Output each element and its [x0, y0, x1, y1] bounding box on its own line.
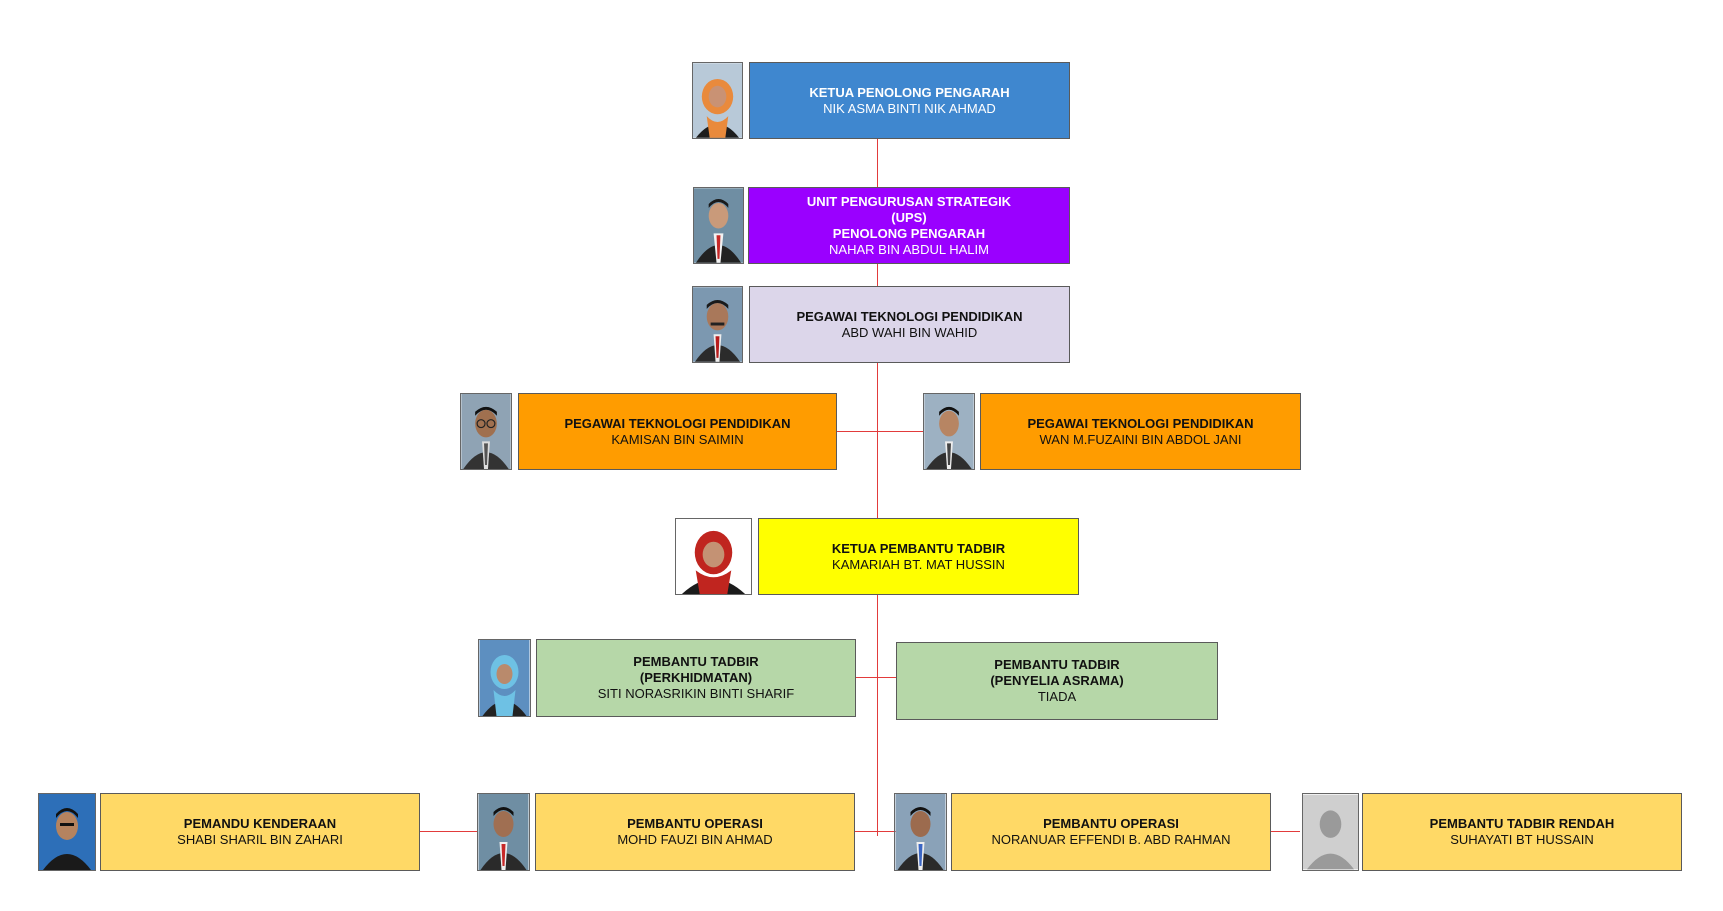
node-title: PEMBANTU TADBIR (PENYELIA ASRAMA)	[990, 657, 1124, 688]
node-pembantu-operasi-2: PEMBANTU OPERASI NORANUAR EFFENDI B. ABD…	[951, 793, 1271, 871]
connector-pegawai-left	[837, 431, 877, 432]
connector-pt-right	[877, 677, 896, 678]
node-pemandu-kenderaan: PEMANDU KENDERAAN SHABI SHARIL BIN ZAHAR…	[100, 793, 420, 871]
node-pembantu-operasi-1: PEMBANTU OPERASI MOHD FAUZI BIN AHMAD	[535, 793, 855, 871]
node-title: PEMBANTU TADBIR (PERKHIDMATAN)	[633, 654, 759, 685]
node-title: PEMBANTU OPERASI	[1043, 816, 1179, 831]
photo-man-red-tie	[477, 793, 530, 871]
node-pegawai-teknologi-kanan: PEGAWAI TEKNOLOGI PENDIDIKAN WAN M.FUZAI…	[980, 393, 1301, 470]
node-pembantu-tadbir-perkhidmatan: PEMBANTU TADBIR (PERKHIDMATAN) SITI NORA…	[536, 639, 856, 717]
node-name: TIADA	[1037, 689, 1077, 704]
photo-man-red-tie	[693, 187, 744, 264]
node-title: UNIT PENGURUSAN STRATEGIK (UPS) PENOLONG…	[806, 193, 1012, 241]
node-name: ABD WAHI BIN WAHID	[841, 324, 978, 340]
node-name: MOHD FAUZI BIN AHMAD	[617, 832, 773, 847]
photo-woman-red-hijab	[675, 518, 752, 595]
connector-operasi-right	[877, 831, 901, 832]
connector-pemandu	[420, 831, 477, 832]
node-pegawai-teknologi-kiri: PEGAWAI TEKNOLOGI PENDIDIKAN KAMISAN BIN…	[518, 393, 837, 470]
node-title: PEMBANTU TADBIR RENDAH	[1429, 816, 1615, 831]
connector-operasi-left	[855, 831, 877, 832]
photo-woman-blue-hijab	[478, 639, 531, 717]
node-ups-penolong-pengarah: UNIT PENGURUSAN STRATEGIK (UPS) PENOLONG…	[748, 187, 1070, 264]
node-name: KAMISAN BIN SAIMIN	[611, 431, 744, 447]
node-title: PEMANDU KENDERAAN	[183, 816, 337, 831]
connector-trunk	[877, 139, 878, 836]
photo-man-glasses	[460, 393, 512, 470]
photo-man-suit	[692, 286, 743, 363]
connector-pt-left	[855, 677, 877, 678]
photo-woman-orange-hijab	[692, 62, 743, 139]
node-pembantu-tadbir-rendah: PEMBANTU TADBIR RENDAH SUHAYATI BT HUSSA…	[1362, 793, 1682, 871]
photo-placeholder-silhouette	[1302, 793, 1359, 871]
connector-pegawai-right	[877, 431, 923, 432]
node-title: PEGAWAI TEKNOLOGI PENDIDIKAN	[564, 415, 791, 431]
node-title: PEMBANTU OPERASI	[627, 816, 763, 831]
node-name: NAHAR BIN ABDUL HALIM	[829, 241, 989, 257]
node-name: SHABI SHARIL BIN ZAHARI	[177, 832, 343, 847]
connector-tadbir-rendah	[1270, 831, 1300, 832]
node-name: SITI NORASRIKIN BINTI SHARIF	[597, 686, 795, 701]
node-ketua-pembantu-tadbir: KETUA PEMBANTU TADBIR KAMARIAH BT. MAT H…	[758, 518, 1079, 595]
photo-man-suit	[923, 393, 975, 470]
node-title: KETUA PEMBANTU TADBIR	[831, 540, 1006, 556]
node-name: KAMARIAH BT. MAT HUSSIN	[832, 556, 1005, 572]
photo-man-dark	[38, 793, 96, 871]
node-name: SUHAYATI BT HUSSAIN	[1450, 832, 1594, 847]
node-title: PEGAWAI TEKNOLOGI PENDIDIKAN	[1027, 415, 1254, 431]
node-name: WAN M.FUZAINI BIN ABDOL JANI	[1039, 431, 1242, 447]
node-pembantu-tadbir-asrama: PEMBANTU TADBIR (PENYELIA ASRAMA) TIADA	[896, 642, 1218, 720]
node-ketua-penolong-pengarah: KETUA PENOLONG PENGARAH NIK ASMA BINTI N…	[749, 62, 1070, 139]
node-name: NIK ASMA BINTI NIK AHMAD	[823, 100, 996, 116]
node-title: KETUA PENOLONG PENGARAH	[809, 84, 1010, 100]
photo-man-blue-tie	[894, 793, 947, 871]
node-name: NORANUAR EFFENDI B. ABD RAHMAN	[991, 832, 1231, 847]
node-title: PEGAWAI TEKNOLOGI PENDIDIKAN	[796, 308, 1023, 324]
node-pegawai-teknologi-utama: PEGAWAI TEKNOLOGI PENDIDIKAN ABD WAHI BI…	[749, 286, 1070, 363]
